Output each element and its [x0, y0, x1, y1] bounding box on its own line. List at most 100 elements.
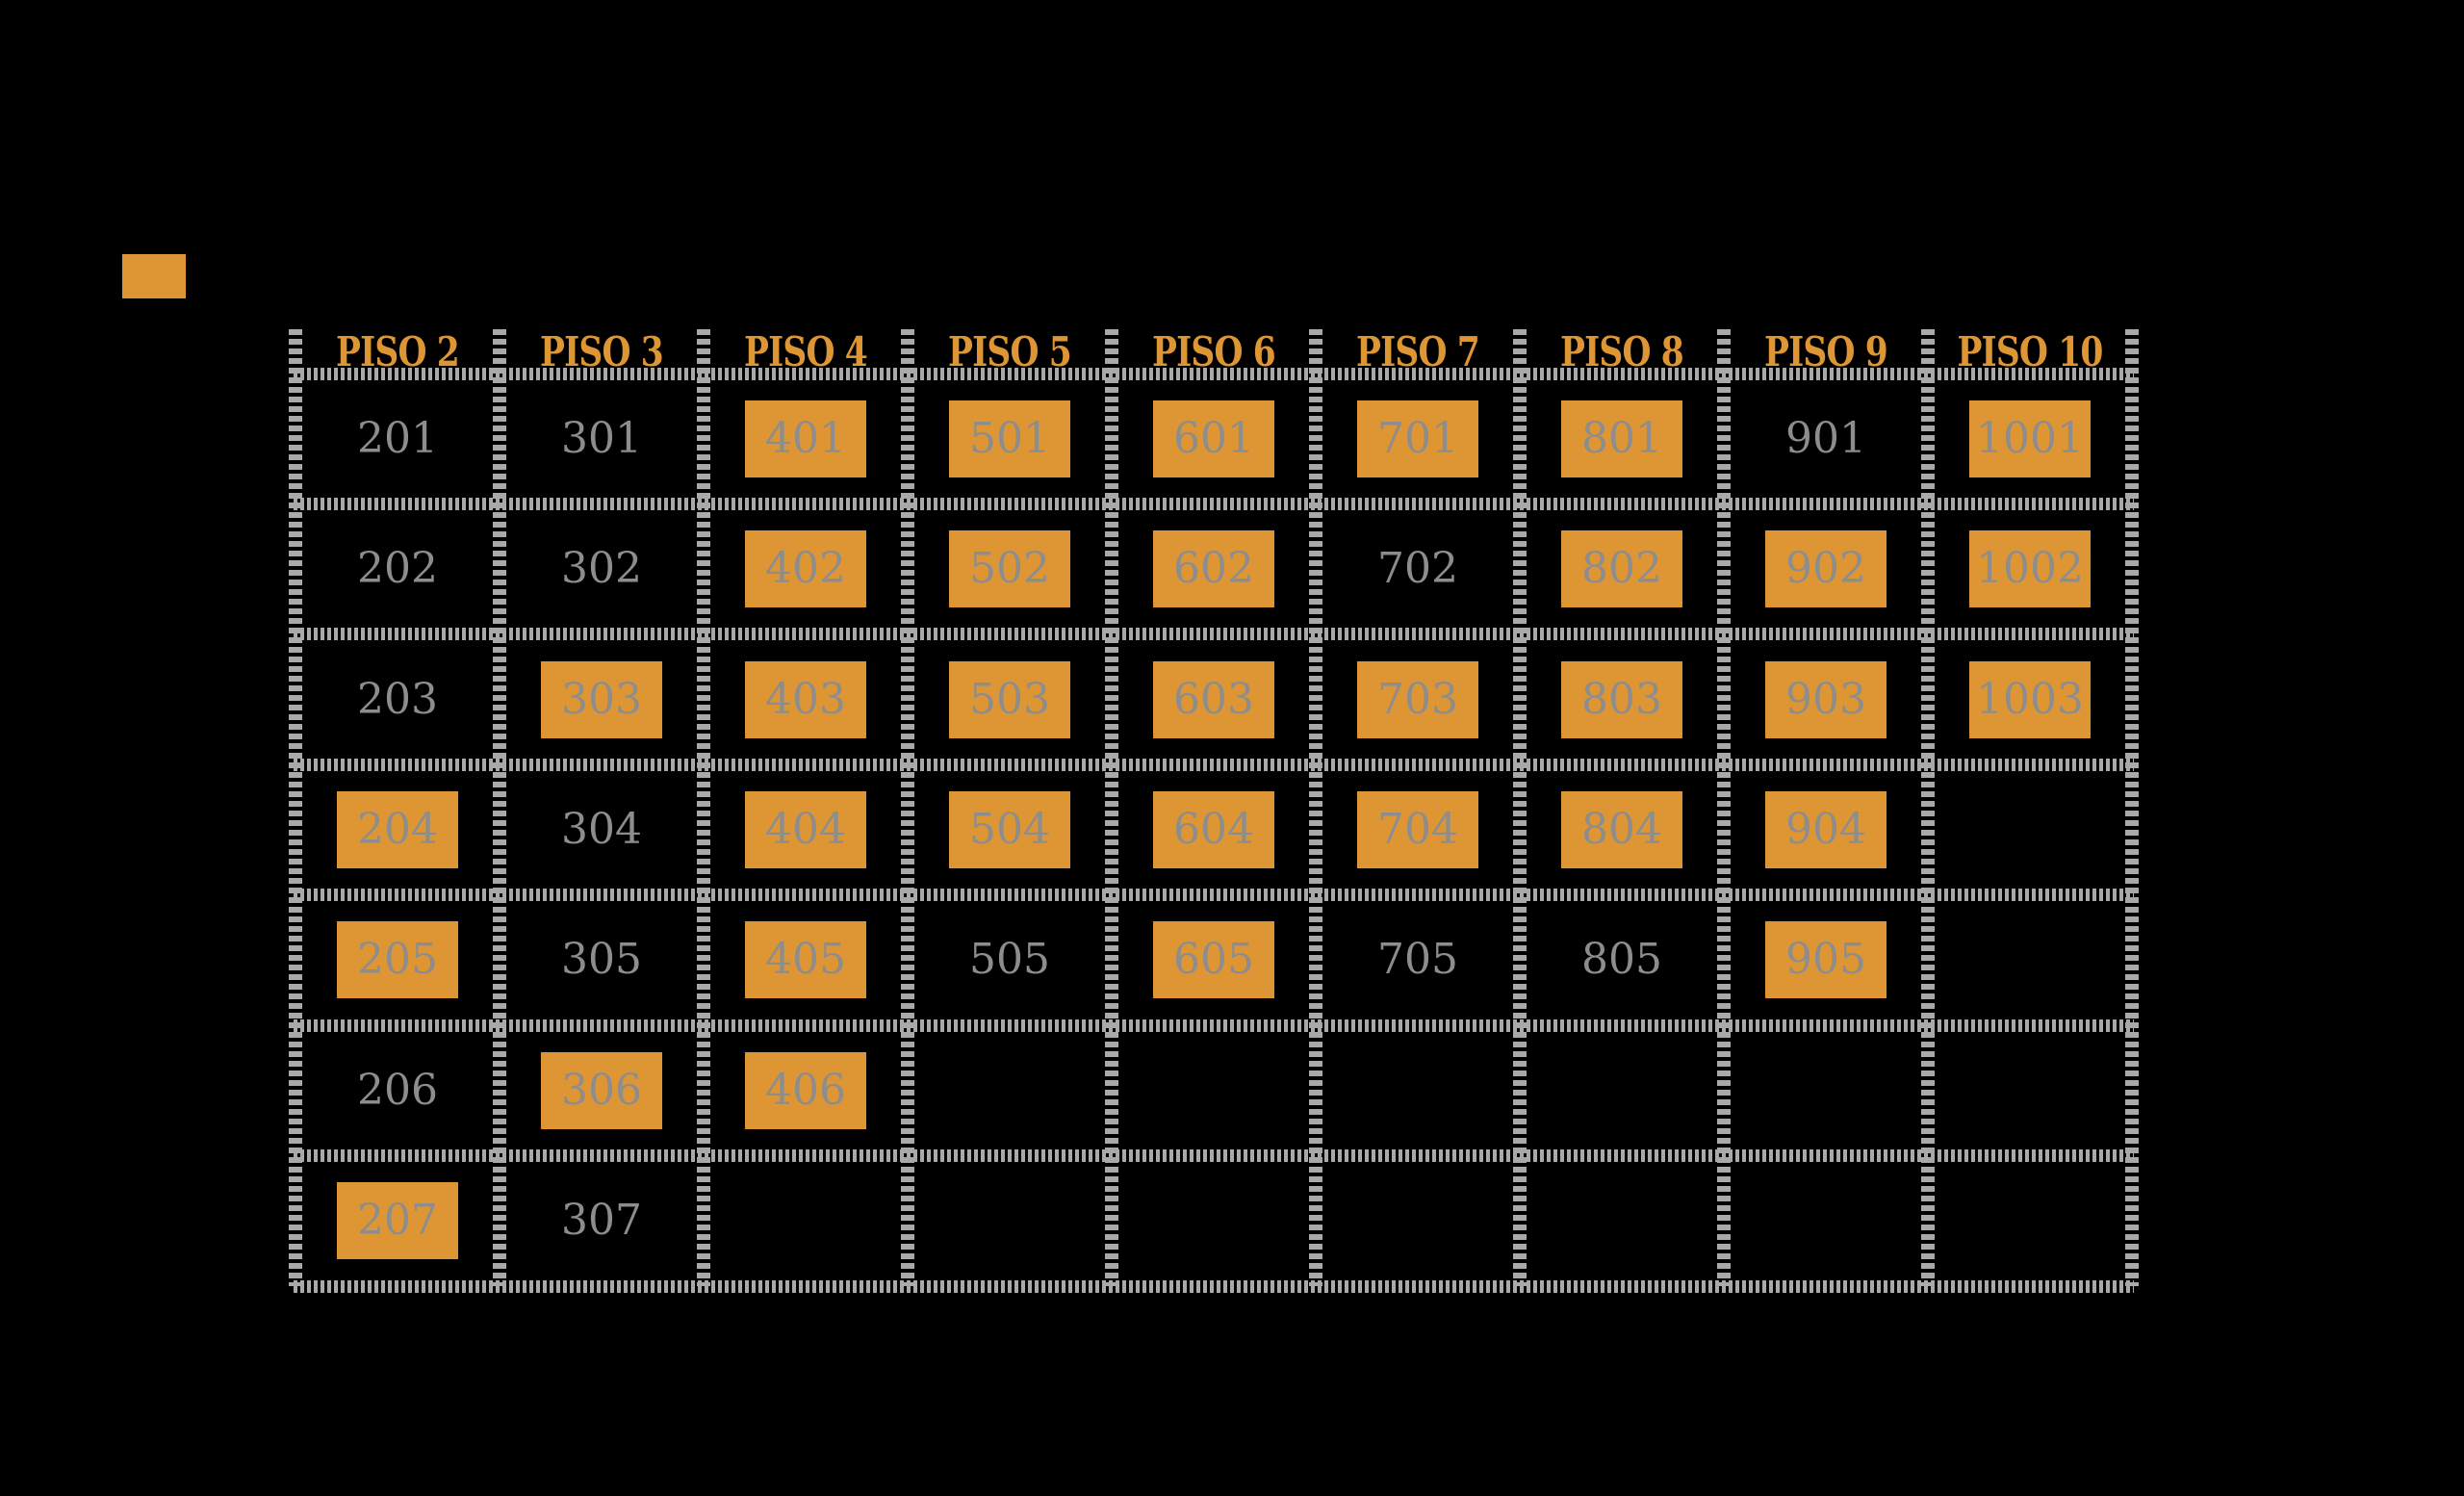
empty-cell [1520, 1025, 1724, 1155]
unit-cell[interactable]: 603 [1112, 634, 1316, 764]
unit-number: 203 [357, 674, 438, 724]
unit-cell[interactable]: 405 [704, 895, 908, 1025]
unit-cell[interactable]: 1001 [1928, 374, 2132, 503]
unit-cell[interactable]: 505 [908, 895, 1112, 1025]
unit-cell[interactable]: 207 [295, 1156, 500, 1286]
floor-header: PISO 8 [1560, 327, 1684, 375]
unit-cell[interactable]: 602 [1112, 503, 1316, 633]
unit-cell[interactable]: 204 [295, 764, 500, 894]
unit-cell[interactable]: 701 [1316, 374, 1520, 503]
unit-highlight-box: 405 [745, 921, 866, 999]
unit-highlight-box: 605 [1153, 921, 1274, 999]
unit-number: 801 [1581, 413, 1662, 463]
unit-highlight-box: 1001 [1969, 400, 2091, 477]
unit-cell[interactable]: 702 [1316, 503, 1520, 633]
unit-cell[interactable]: 601 [1112, 374, 1316, 503]
unit-highlight-box: 303 [541, 660, 662, 738]
unit-cell[interactable]: 605 [1112, 895, 1316, 1025]
floor-column-piso-8: PISO 8 801 802 803 804 805 [1520, 327, 1724, 1286]
unit-number: 401 [765, 413, 846, 463]
unit-highlight-box: 402 [745, 530, 866, 608]
unit-cell[interactable]: 501 [908, 374, 1112, 503]
unit-highlight-box: 403 [745, 660, 866, 738]
unit-cell[interactable]: 305 [500, 895, 704, 1025]
grid-horizontal-line [294, 1149, 2134, 1163]
unit-cell[interactable]: 203 [295, 634, 500, 764]
unit-highlight-box: 1002 [1969, 530, 2091, 608]
unit-cell[interactable]: 402 [704, 503, 908, 633]
unit-cell[interactable]: 401 [704, 374, 908, 503]
unit-cell[interactable]: 303 [500, 634, 704, 764]
unit-cell[interactable]: 307 [500, 1156, 704, 1286]
empty-cell [1520, 1156, 1724, 1286]
unit-cell[interactable]: 201 [295, 374, 500, 503]
unit-cell[interactable]: 503 [908, 634, 1112, 764]
unit-cell[interactable]: 803 [1520, 634, 1724, 764]
unit-number: 603 [1173, 674, 1254, 724]
unit-highlight-box: 306 [541, 1051, 662, 1129]
unit-highlight-box: 803 [1561, 660, 1682, 738]
unit-cell[interactable]: 502 [908, 503, 1112, 633]
unit-number: 502 [969, 544, 1050, 594]
floor-header: PISO 4 [744, 327, 868, 375]
empty-cell [908, 1025, 1112, 1155]
empty-cell [1928, 895, 2132, 1025]
unit-cell[interactable]: 301 [500, 374, 704, 503]
unit-highlight-box: 902 [1765, 530, 1886, 608]
unit-highlight-box: 205 [337, 921, 458, 999]
unit-cell[interactable]: 202 [295, 503, 500, 633]
unit-cell[interactable]: 205 [295, 895, 500, 1025]
unit-number: 503 [969, 674, 1050, 724]
empty-cell [1928, 1156, 2132, 1286]
floor-column-piso-4: PISO 4 401 402 403 404 405 406 [704, 327, 908, 1286]
unit-cell[interactable]: 304 [500, 764, 704, 894]
floor-header: PISO 5 [948, 327, 1072, 375]
unit-cell[interactable]: 805 [1520, 895, 1724, 1025]
unit-number: 901 [1785, 413, 1866, 463]
unit-cell[interactable]: 403 [704, 634, 908, 764]
unit-cell[interactable]: 904 [1724, 764, 1928, 894]
empty-cell [1724, 1156, 1928, 1286]
unit-cell[interactable]: 901 [1724, 374, 1928, 503]
unit-cell[interactable]: 704 [1316, 764, 1520, 894]
unit-number: 701 [1377, 413, 1458, 463]
unit-highlight-box: 401 [745, 400, 866, 477]
unit-cell[interactable]: 703 [1316, 634, 1520, 764]
unit-number: 605 [1173, 935, 1254, 985]
unit-number: 1003 [1976, 674, 2084, 724]
unit-cell[interactable]: 1003 [1928, 634, 2132, 764]
unit-number: 301 [561, 413, 642, 463]
unit-cell[interactable]: 406 [704, 1025, 908, 1155]
unit-cell[interactable]: 705 [1316, 895, 1520, 1025]
unit-cell[interactable]: 404 [704, 764, 908, 894]
unit-number: 303 [561, 674, 642, 724]
unit-number: 501 [969, 413, 1050, 463]
unit-cell[interactable]: 306 [500, 1025, 704, 1155]
unit-cell[interactable]: 802 [1520, 503, 1724, 633]
unit-cell[interactable]: 206 [295, 1025, 500, 1155]
unit-number: 805 [1581, 935, 1662, 985]
unit-cell[interactable]: 903 [1724, 634, 1928, 764]
unit-highlight-box: 503 [949, 660, 1070, 738]
grid-lines [289, 329, 2139, 1293]
unit-number: 704 [1377, 804, 1458, 854]
unit-cell[interactable]: 905 [1724, 895, 1928, 1025]
unit-number: 205 [357, 935, 438, 985]
unit-cell[interactable]: 1002 [1928, 503, 2132, 633]
unit-number: 403 [765, 674, 846, 724]
unit-highlight-box: 1003 [1969, 660, 2091, 738]
unit-cell[interactable]: 804 [1520, 764, 1724, 894]
unit-highlight-box: 502 [949, 530, 1070, 608]
unit-cell[interactable]: 604 [1112, 764, 1316, 894]
unit-cell[interactable]: 302 [500, 503, 704, 633]
unit-cell[interactable]: 801 [1520, 374, 1724, 503]
grid-horizontal-line [294, 758, 2134, 771]
unit-highlight-box: 504 [949, 790, 1070, 868]
unit-cell[interactable]: 504 [908, 764, 1112, 894]
unit-cell[interactable]: 902 [1724, 503, 1928, 633]
unit-highlight-box: 204 [337, 790, 458, 868]
